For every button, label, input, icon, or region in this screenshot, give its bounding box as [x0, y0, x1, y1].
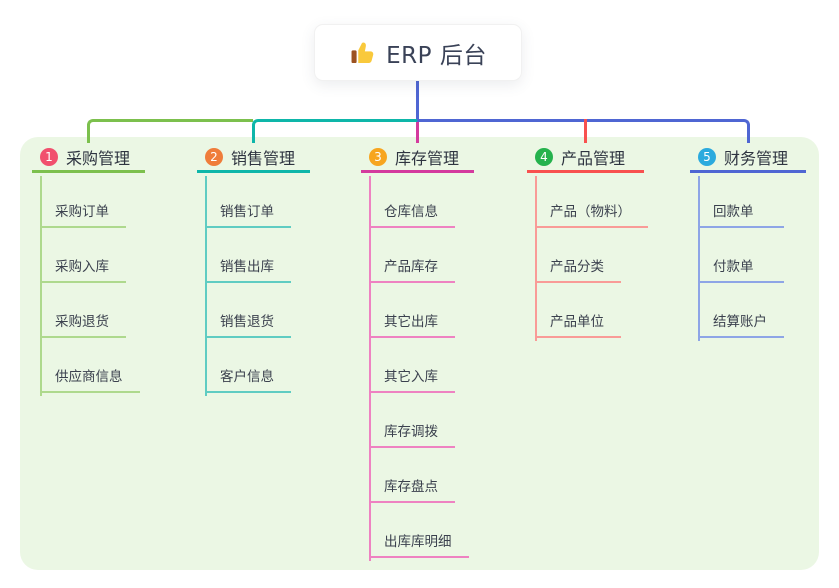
branch-sales: 2 销售管理 销售订单 销售出库 销售退货 客户信息 [197, 143, 310, 396]
branch-sales-children: 销售订单 销售出库 销售退货 客户信息 [205, 173, 310, 393]
badge-4: 4 [535, 147, 553, 166]
branch-purchase: 1 采购管理 采购订单 采购入库 采购退货 供应商信息 [32, 143, 145, 396]
node-purchase-inbound[interactable]: 采购入库 [40, 228, 126, 283]
branch-finance-stem [698, 176, 700, 341]
branch-finance-children: 回款单 付款单 结算账户 [698, 173, 806, 338]
branch-inventory-title: 库存管理 [395, 148, 460, 168]
root-node-title: ERP 后台 [386, 42, 487, 69]
node-label: 结算账户 [713, 313, 767, 330]
branch-purchase-node[interactable]: 1 采购管理 [32, 143, 145, 173]
node-label: 客户信息 [220, 368, 274, 385]
node-label: 出库库明细 [384, 533, 452, 550]
badge-1: 1 [40, 147, 58, 166]
branch-inventory-stem [369, 176, 371, 561]
branch-product-node[interactable]: 4 产品管理 [527, 143, 644, 173]
node-label: 产品分类 [550, 258, 604, 275]
node-label: 采购入库 [55, 258, 109, 275]
node-other-outbound[interactable]: 其它出库 [369, 283, 455, 338]
connector-branch-purchase [87, 119, 253, 143]
node-label: 仓库信息 [384, 203, 438, 220]
node-receipt-order[interactable]: 回款单 [698, 173, 784, 228]
node-product-stock[interactable]: 产品库存 [369, 228, 455, 283]
node-sales-outbound[interactable]: 销售出库 [205, 228, 291, 283]
node-purchase-order[interactable]: 采购订单 [40, 173, 126, 228]
node-label: 采购退货 [55, 313, 109, 330]
branch-sales-node[interactable]: 2 销售管理 [197, 143, 310, 173]
node-stock-take[interactable]: 库存盘点 [369, 448, 455, 503]
node-sales-order[interactable]: 销售订单 [205, 173, 291, 228]
node-label: 库存盘点 [384, 478, 438, 495]
connector-branch-inventory [416, 122, 419, 143]
branch-product: 4 产品管理 产品（物料） 产品分类 产品单位 [527, 143, 648, 341]
node-product-unit[interactable]: 产品单位 [535, 283, 621, 338]
node-stock-transfer[interactable]: 库存调拨 [369, 393, 455, 448]
branch-sales-title: 销售管理 [231, 148, 296, 168]
node-customer-info[interactable]: 客户信息 [205, 338, 291, 393]
branch-finance-node[interactable]: 5 财务管理 [690, 143, 806, 173]
node-label: 付款单 [713, 258, 754, 275]
node-label: 产品库存 [384, 258, 438, 275]
node-label: 其它入库 [384, 368, 438, 385]
branch-inventory-children: 仓库信息 产品库存 其它出库 其它入库 库存调拨 库存盘点 出库库明细 [369, 173, 474, 558]
connector-branch-finance [417, 119, 750, 143]
node-label: 产品（物料） [550, 203, 631, 220]
node-label: 销售出库 [220, 258, 274, 275]
badge-3: 3 [369, 147, 387, 166]
node-sales-return[interactable]: 销售退货 [205, 283, 291, 338]
branch-product-stem [535, 176, 537, 341]
branch-product-title: 产品管理 [561, 148, 626, 168]
connector-root [416, 81, 419, 119]
node-label: 销售订单 [220, 203, 274, 220]
connector-branch-sales [252, 119, 417, 143]
node-label: 回款单 [713, 203, 754, 220]
node-purchase-return[interactable]: 采购退货 [40, 283, 126, 338]
node-label: 其它出库 [384, 313, 438, 330]
node-payment-order[interactable]: 付款单 [698, 228, 784, 283]
node-product-category[interactable]: 产品分类 [535, 228, 621, 283]
node-label: 库存调拨 [384, 423, 438, 440]
thumbs-up-icon [349, 39, 376, 66]
branch-product-children: 产品（物料） 产品分类 产品单位 [535, 173, 648, 338]
node-label: 产品单位 [550, 313, 604, 330]
branch-purchase-children: 采购订单 采购入库 采购退货 供应商信息 [40, 173, 145, 393]
node-outbound-detail[interactable]: 出库库明细 [369, 503, 469, 558]
node-label: 采购订单 [55, 203, 109, 220]
branch-purchase-stem [40, 176, 42, 396]
node-warehouse-info[interactable]: 仓库信息 [369, 173, 455, 228]
branch-finance: 5 财务管理 回款单 付款单 结算账户 [690, 143, 806, 341]
branch-sales-stem [205, 176, 207, 396]
node-label: 供应商信息 [55, 368, 123, 385]
badge-5: 5 [698, 147, 716, 166]
branch-inventory: 3 库存管理 仓库信息 产品库存 其它出库 其它入库 库存调拨 库存盘点 出库库… [361, 143, 474, 561]
node-settlement-account[interactable]: 结算账户 [698, 283, 784, 338]
branch-inventory-node[interactable]: 3 库存管理 [361, 143, 474, 173]
branch-purchase-title: 采购管理 [66, 148, 131, 168]
connector-branch-product [584, 119, 587, 143]
node-label: 销售退货 [220, 313, 274, 330]
node-supplier-info[interactable]: 供应商信息 [40, 338, 140, 393]
node-other-inbound[interactable]: 其它入库 [369, 338, 455, 393]
badge-2: 2 [205, 147, 223, 166]
node-product-material[interactable]: 产品（物料） [535, 173, 648, 228]
branches-panel [20, 137, 819, 570]
branch-finance-title: 财务管理 [724, 148, 789, 168]
root-node-erp[interactable]: ERP 后台 [314, 24, 522, 81]
